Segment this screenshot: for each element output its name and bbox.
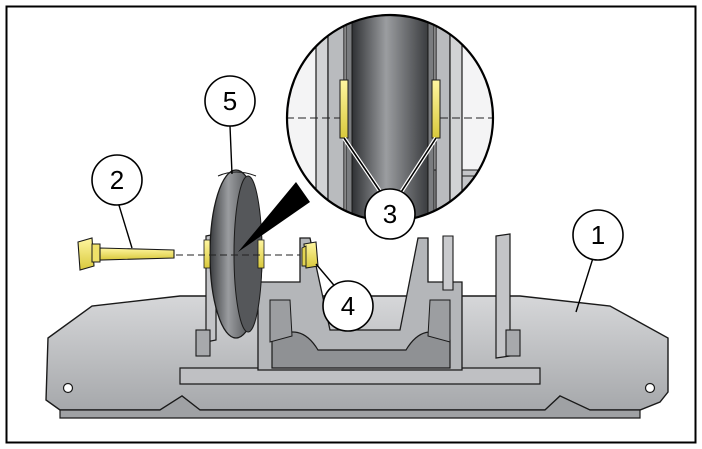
bolt	[77, 237, 175, 271]
callout-bolt-label: 2	[110, 165, 124, 195]
leader-roller	[229, 125, 233, 175]
callout-bolt: 2	[91, 154, 143, 206]
callout-washers: 3	[364, 188, 416, 240]
callout-roller: 5	[204, 75, 256, 127]
callout-roller-label: 5	[223, 86, 237, 116]
callout-bracket-label: 1	[591, 220, 605, 250]
callout-washers-label: 3	[383, 199, 397, 229]
figure-frame	[5, 5, 697, 444]
roller-wheel	[203, 169, 265, 339]
nut	[301, 241, 319, 269]
callout-bracket: 1	[572, 209, 624, 261]
detail-magnifier	[285, 13, 495, 223]
callout-nut: 4	[322, 280, 374, 332]
leader-bolt	[117, 201, 133, 249]
leader-bracket	[575, 257, 594, 313]
zoom-pointer	[238, 182, 310, 252]
callout-nut-label: 4	[341, 291, 355, 321]
